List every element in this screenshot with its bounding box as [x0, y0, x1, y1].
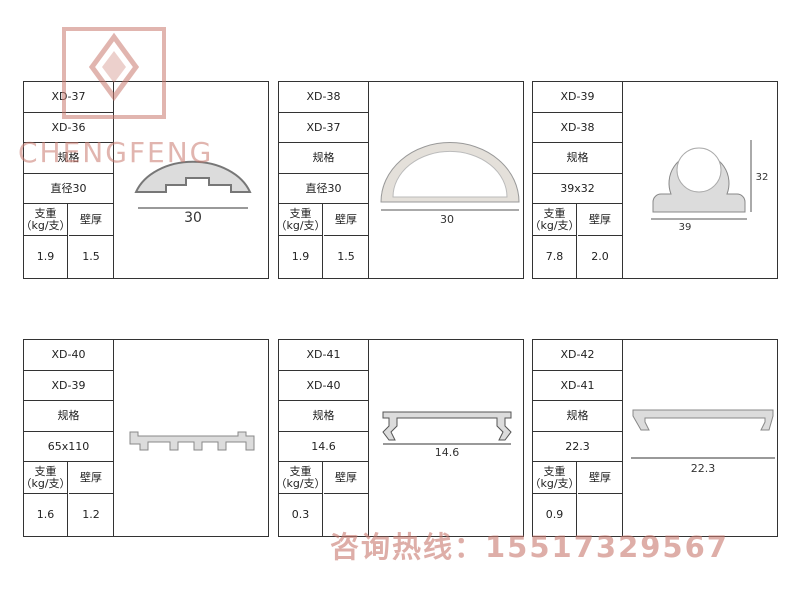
wall-label: 壁厚 — [324, 462, 368, 494]
wall-label: 壁厚 — [578, 204, 622, 236]
product-card-xd-42: XD-42 XD-41 规格 22.3 支重 （kg/支） 壁厚 0.9 22.… — [529, 339, 778, 537]
spec-column: XD-38 XD-37 规格 直径30 支重 （kg/支） 壁厚 1.9 1.5 — [275, 82, 369, 278]
model-previous: XD-40 — [279, 371, 368, 401]
spec-value: 直径30 — [24, 174, 113, 204]
model-current: XD-40 — [24, 340, 113, 371]
spec-value: 14.6 — [279, 432, 368, 462]
wall-value: 1.2 — [82, 508, 100, 521]
model-current: XD-37 — [24, 82, 113, 113]
dimension-label: 22.3 — [691, 462, 716, 475]
spec-value: 65x110 — [24, 432, 113, 462]
model-current: XD-39 — [533, 82, 622, 113]
profile-drawing: 14.6 — [382, 411, 512, 459]
wall-value: 1.5 — [82, 250, 100, 263]
weight-label: 支重 （kg/支） — [529, 462, 580, 494]
spec-label: 规格 — [279, 143, 368, 174]
weight-value: 0.9 — [533, 494, 577, 536]
weight-value: 7.8 — [533, 236, 577, 278]
spec-label: 规格 — [24, 143, 113, 174]
profile-drawing — [129, 431, 255, 451]
profile-drawing: 22.3 — [631, 409, 775, 475]
model-current: XD-38 — [279, 82, 368, 113]
height-dimension-label: 32 — [756, 172, 769, 183]
dimension-label: 30 — [440, 213, 454, 226]
spec-column: XD-42 XD-41 规格 22.3 支重 （kg/支） 壁厚 0.9 — [529, 340, 623, 536]
product-card-xd-41: XD-41 XD-40 规格 14.6 支重 （kg/支） 壁厚 0.3 14.… — [275, 339, 524, 537]
weight-label: 支重 （kg/支） — [20, 462, 71, 494]
dimension-label: 30 — [184, 210, 202, 226]
wall-label: 壁厚 — [324, 204, 368, 236]
model-previous: XD-38 — [533, 113, 622, 143]
product-card-xd-40: XD-40 XD-39 规格 65x110 支重 （kg/支） 壁厚 1.6 1… — [20, 339, 269, 537]
spec-column: XD-37 XD-36 规格 直径30 支重 （kg/支） 壁厚 1.9 1.5 — [20, 82, 114, 278]
spec-value: 22.3 — [533, 432, 622, 462]
dimension-label: 14.6 — [435, 446, 460, 459]
spec-column: XD-39 XD-38 规格 39x32 支重 （kg/支） 壁厚 7.8 2.… — [529, 82, 623, 278]
weight-label: 支重 （kg/支） — [275, 204, 326, 236]
weight-value: 1.6 — [24, 494, 68, 536]
model-current: XD-41 — [279, 340, 368, 371]
product-card-xd-37: XD-37 XD-36 规格 直径30 支重 （kg/支） 壁厚 1.9 1.5… — [20, 81, 269, 279]
brand-watermark: CHENGFENG — [18, 136, 214, 169]
model-previous: XD-36 — [24, 113, 113, 143]
profile-drawing: 30 — [134, 160, 252, 226]
spec-column: XD-40 XD-39 规格 65x110 支重 （kg/支） 壁厚 1.6 1… — [20, 340, 114, 536]
weight-label: 支重 （kg/支） — [20, 204, 71, 236]
model-previous: XD-37 — [279, 113, 368, 143]
weight-label: 支重 （kg/支） — [275, 462, 326, 494]
product-card-xd-39: XD-39 XD-38 规格 39x32 支重 （kg/支） 壁厚 7.8 2.… — [529, 81, 778, 279]
wall-label: 壁厚 — [69, 462, 113, 494]
wall-value: 1.5 — [337, 250, 355, 263]
spec-column: XD-41 XD-40 规格 14.6 支重 （kg/支） 壁厚 0.3 — [275, 340, 369, 536]
wall-label: 壁厚 — [69, 204, 113, 236]
weight-value: 0.3 — [279, 494, 323, 536]
wall-label: 壁厚 — [578, 462, 622, 494]
cover-profile — [632, 409, 774, 431]
brand-logo — [62, 27, 166, 119]
spec-value: 39x32 — [533, 174, 622, 204]
model-previous: XD-39 — [24, 371, 113, 401]
weight-value: 1.9 — [24, 236, 68, 278]
dimension-label: 39 — [679, 222, 692, 233]
hotline-watermark: 咨询热线：15517329567 — [330, 530, 729, 564]
spec-label: 规格 — [533, 401, 622, 432]
model-previous: XD-41 — [533, 371, 622, 401]
spec-value: 直径30 — [279, 174, 368, 204]
channel-profile — [382, 411, 512, 441]
profile-drawing: 39 32 — [651, 140, 769, 233]
panel-profile — [129, 431, 255, 451]
profile-drawing: 30 — [380, 142, 520, 226]
spec-label: 规格 — [279, 401, 368, 432]
spec-label: 规格 — [533, 143, 622, 174]
spec-label: 规格 — [24, 401, 113, 432]
half-round-profile — [134, 160, 252, 193]
wall-value: 2.0 — [591, 250, 609, 263]
weight-label: 支重 （kg/支） — [529, 204, 580, 236]
model-current: XD-42 — [533, 340, 622, 371]
product-card-xd-38: XD-38 XD-37 规格 直径30 支重 （kg/支） 壁厚 1.9 1.5… — [275, 81, 524, 279]
weight-value: 1.9 — [279, 236, 323, 278]
